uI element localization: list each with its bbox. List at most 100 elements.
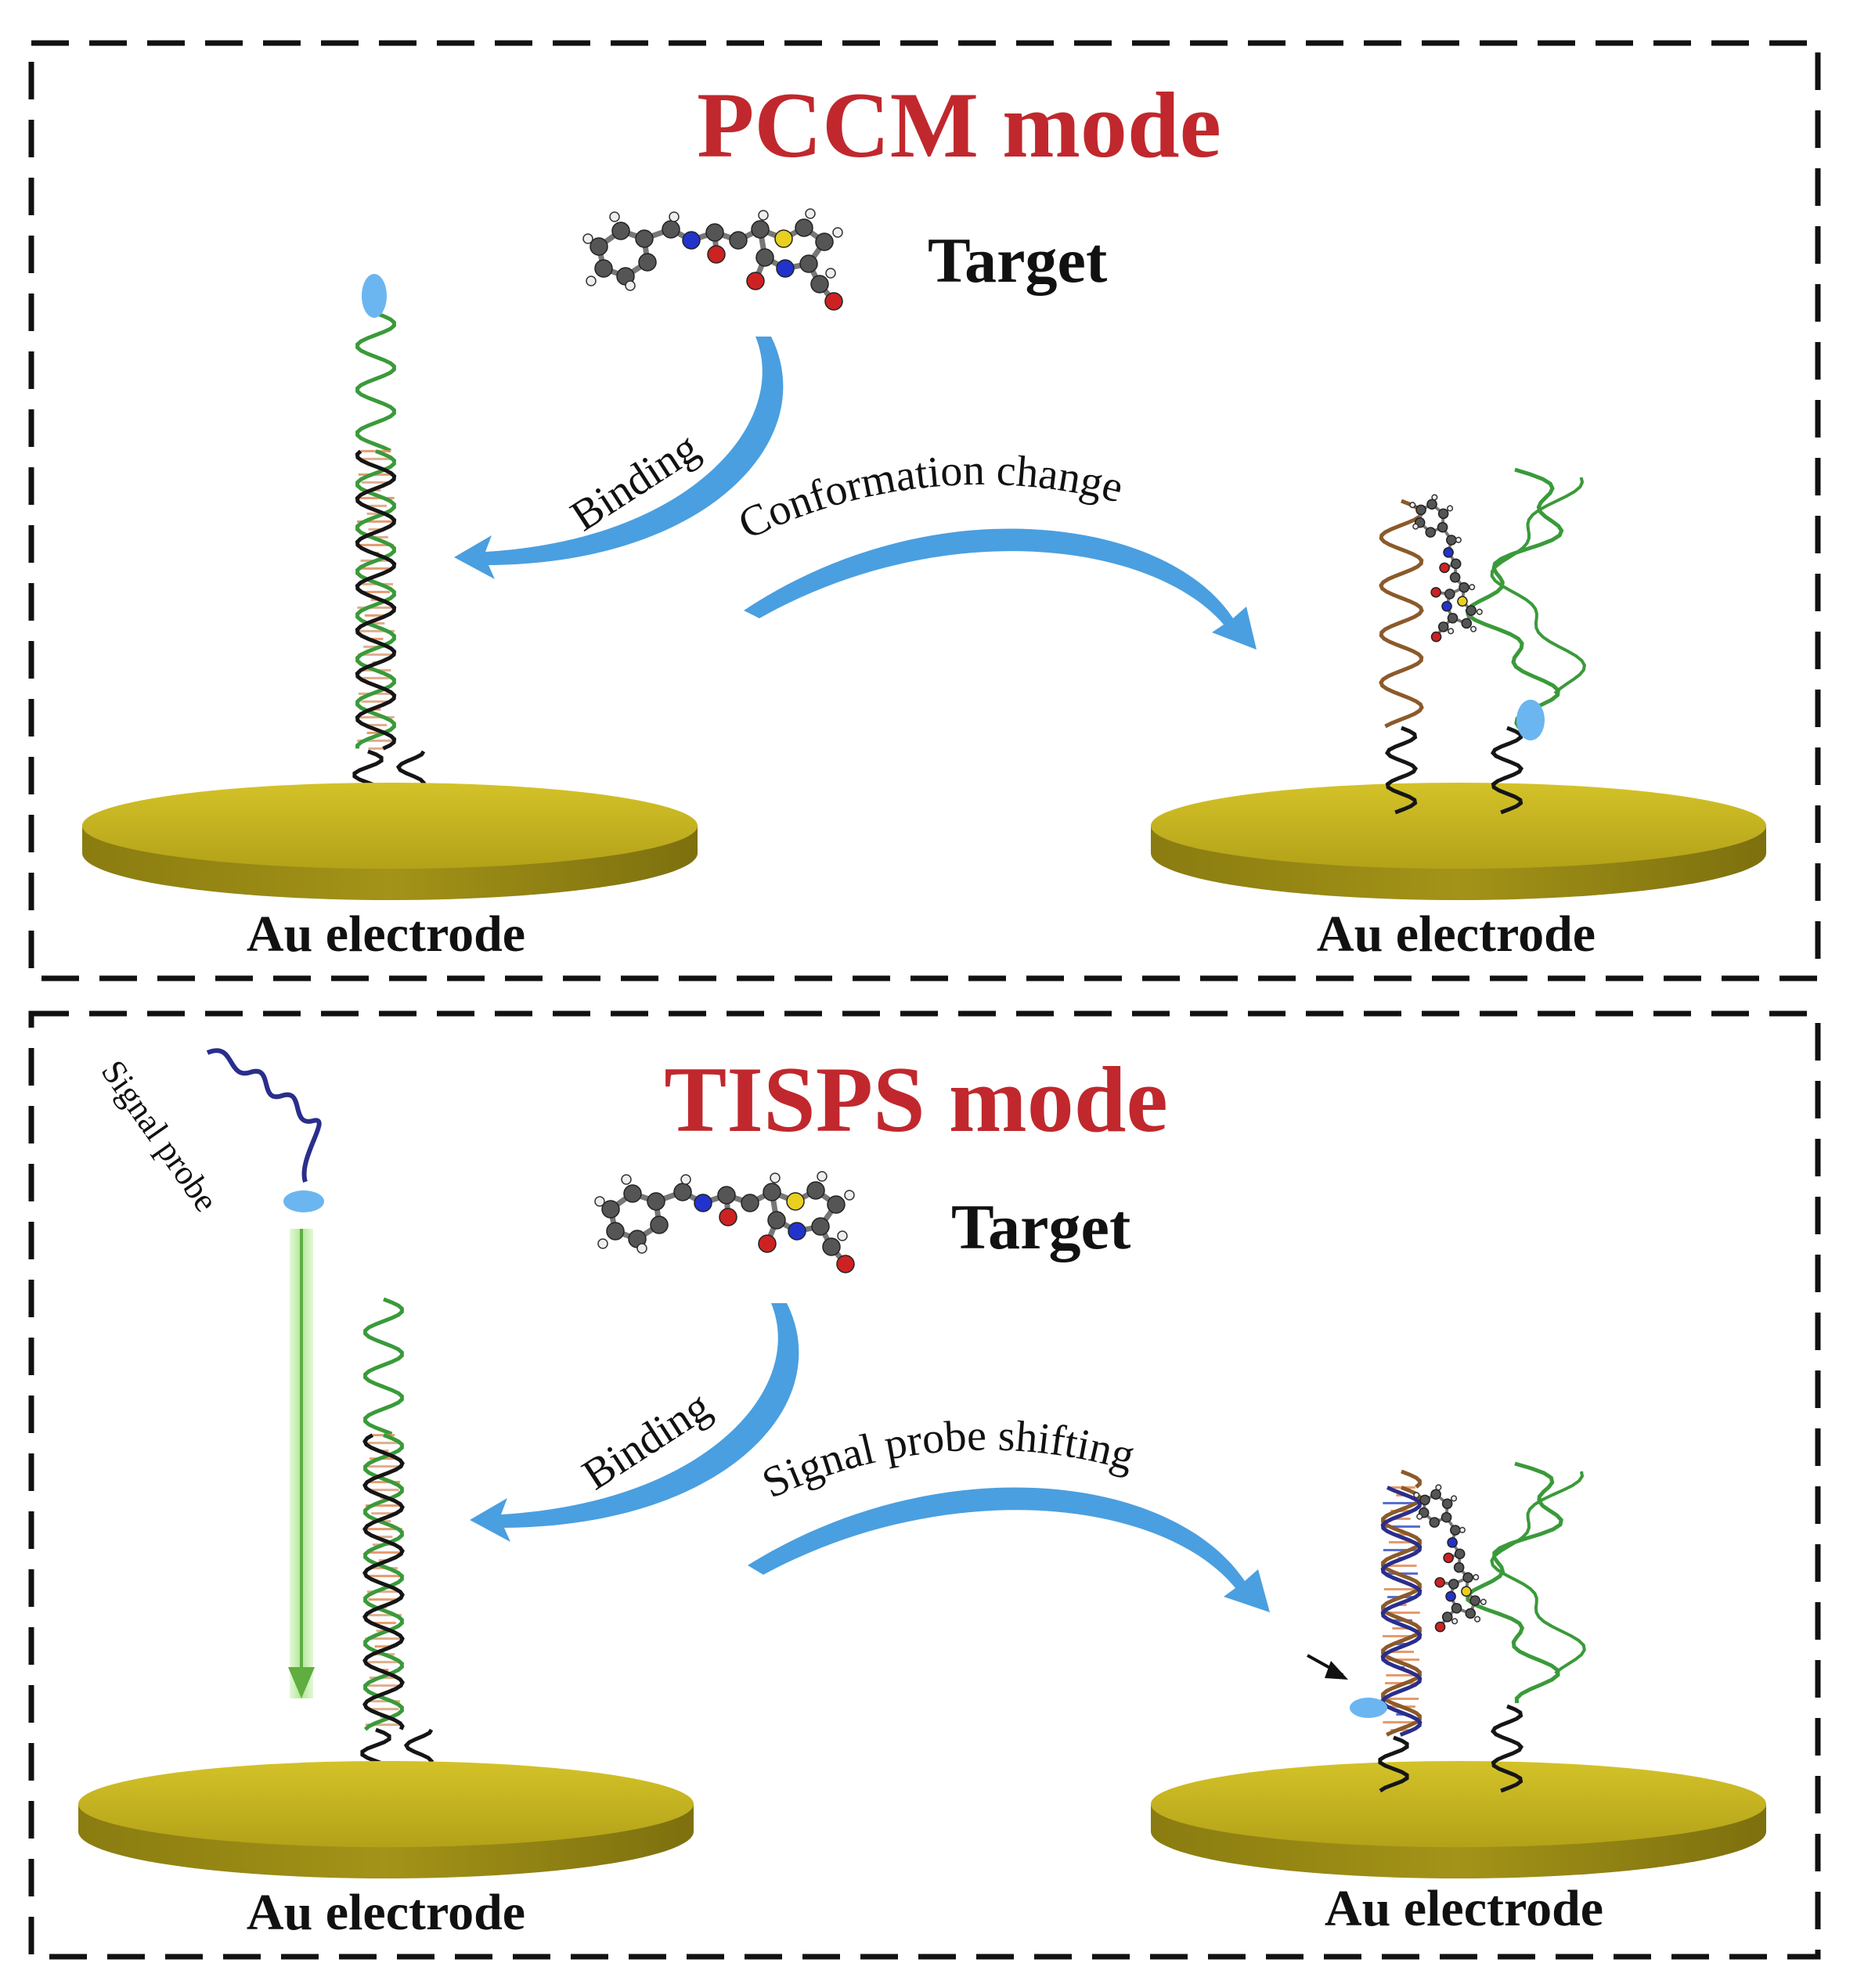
atom	[1462, 1572, 1473, 1583]
linker-strand	[1378, 1735, 1409, 1793]
signal-label-drop	[1516, 700, 1545, 740]
electrode-label: Au electrode	[247, 906, 525, 963]
atom	[776, 259, 795, 278]
atom	[1426, 499, 1437, 510]
atom	[741, 1194, 759, 1212]
atom	[705, 223, 724, 242]
atom	[799, 254, 818, 273]
atom	[1437, 521, 1448, 533]
strand	[1490, 1471, 1586, 1675]
atom	[1441, 1612, 1453, 1622]
atom	[1451, 1602, 1462, 1614]
atom	[650, 1215, 669, 1234]
atom	[1439, 562, 1450, 574]
strand	[355, 311, 396, 453]
atom	[1454, 1548, 1466, 1560]
atom	[1461, 618, 1473, 629]
hydrogen-atom	[1451, 1618, 1459, 1625]
signal-probe-label: Signal probe	[94, 1053, 225, 1219]
atom	[1449, 571, 1461, 583]
hydrogen-atom	[1473, 1574, 1480, 1581]
atom	[662, 220, 680, 239]
strand	[1490, 477, 1587, 695]
atom	[1461, 1586, 1472, 1597]
panel-frame	[28, 40, 1821, 981]
atom	[1430, 631, 1442, 643]
atom	[611, 221, 630, 240]
atom	[767, 1211, 786, 1230]
atom	[1443, 1552, 1454, 1564]
binding-arrow	[454, 337, 784, 579]
atom	[1441, 600, 1452, 612]
atom	[1445, 1590, 1456, 1602]
atom	[1444, 589, 1455, 600]
gold-electrode	[82, 783, 698, 900]
hydrogen-atom	[1469, 584, 1476, 591]
hydrogen-atom	[1480, 1598, 1487, 1605]
atom	[1441, 1498, 1453, 1510]
target-molecule	[594, 1171, 855, 1273]
atom	[1437, 508, 1449, 520]
hydrogen-atom	[669, 211, 680, 222]
hydrogen-atom	[817, 1171, 828, 1182]
panel-frame	[28, 1010, 1821, 1960]
aptamer-duplex	[352, 311, 427, 807]
panel-title: TISPS mode	[664, 1047, 1167, 1151]
hydrogen-atom	[636, 1243, 647, 1254]
electrode-label: Au electrode	[1325, 1880, 1603, 1937]
atom	[822, 1237, 841, 1256]
atom	[729, 231, 748, 250]
target-label: Target	[928, 225, 1107, 296]
hydrogen-atom	[770, 1172, 781, 1183]
hydrogen-atom	[1476, 608, 1483, 615]
strand	[355, 449, 397, 751]
atom	[590, 237, 608, 256]
hydrogen-atom	[844, 1190, 855, 1201]
atom	[827, 1195, 846, 1214]
atom	[1425, 527, 1437, 538]
atom	[594, 259, 613, 278]
atom	[1450, 558, 1462, 570]
pointer-arrowhead	[1325, 1661, 1348, 1680]
shifting-arrow	[748, 1487, 1270, 1612]
strand	[1379, 499, 1424, 729]
signal-probe-strand	[206, 1048, 322, 1183]
linker-strand	[1491, 1704, 1523, 1793]
atom	[1459, 582, 1469, 593]
hydrogen-atom	[1451, 1495, 1458, 1502]
atom	[1419, 1494, 1430, 1506]
target-label: Target	[951, 1191, 1130, 1262]
atom	[1441, 1511, 1452, 1523]
strand	[1401, 1469, 1422, 1489]
hydrogen-atom	[832, 227, 843, 238]
electrode-label: Au electrode	[1317, 906, 1596, 963]
atom	[647, 1192, 665, 1211]
bound-target-molecule	[1409, 494, 1483, 643]
hydrogen-atom	[1416, 1513, 1423, 1520]
atom	[719, 1208, 737, 1226]
signal-label-drop	[362, 274, 387, 318]
atom	[623, 1184, 642, 1203]
atom	[1453, 1561, 1465, 1573]
strand	[363, 1297, 404, 1436]
aptamer-duplex	[360, 1297, 435, 1785]
hydrogen-atom	[805, 208, 816, 219]
panel-title: PCCM mode	[697, 73, 1221, 177]
hydrogen-atom	[1455, 536, 1462, 543]
gold-electrode	[78, 1761, 694, 1878]
aptamer-target-complex	[1466, 1461, 1586, 1793]
aptamer-target-complex	[1465, 467, 1587, 815]
atom	[638, 253, 657, 272]
atom	[806, 1181, 825, 1200]
atom	[1430, 586, 1441, 598]
atom	[673, 1183, 692, 1201]
probe-hybridized-duplex	[1378, 1469, 1422, 1793]
atom	[1437, 621, 1449, 632]
hydrogen-atom	[837, 1230, 848, 1241]
signal-label-drop	[1350, 1698, 1387, 1718]
hydrogen-atom	[594, 1196, 605, 1207]
atom	[1434, 1576, 1445, 1588]
binding-arrow	[470, 1303, 799, 1542]
linker-strand	[1385, 726, 1418, 815]
